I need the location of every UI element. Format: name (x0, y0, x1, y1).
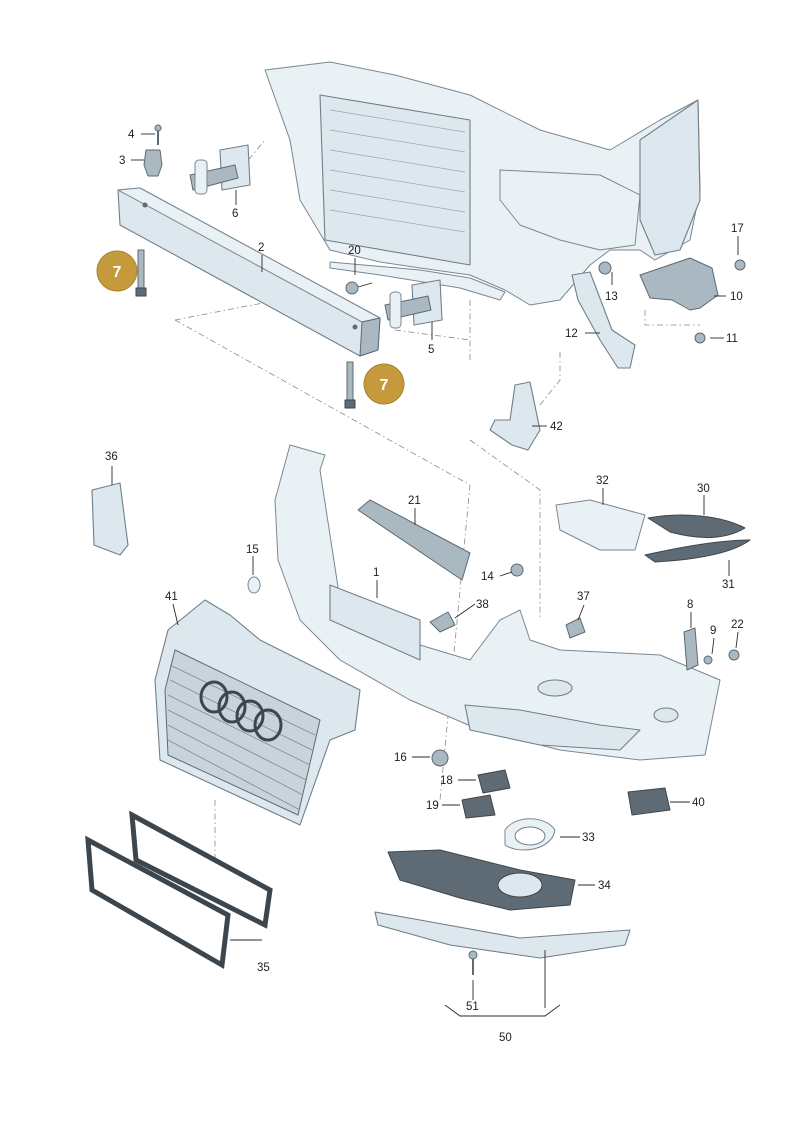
callout-19: 19 (426, 800, 439, 812)
radiator-grille (154, 599, 361, 826)
callout-30: 30 (697, 483, 710, 495)
callout-41: 41 (165, 591, 178, 603)
callout-9: 9 (710, 625, 716, 637)
callout-42: 42 (550, 421, 563, 433)
callout-37: 37 (577, 591, 590, 603)
impact-bar (117, 187, 381, 357)
callout-6: 6 (232, 208, 238, 220)
highlight-7-lower (363, 363, 405, 405)
callout-5: 5 (428, 344, 434, 356)
small-parts-lower (431, 749, 511, 819)
callout-8: 8 (687, 599, 693, 611)
crash-bracket-right (384, 279, 443, 329)
callout-17: 17 (731, 223, 744, 235)
callout-3: 3 (119, 155, 125, 167)
callout-35: 35 (257, 962, 270, 974)
callout-51: 51 (466, 1001, 479, 1013)
callout-2: 2 (258, 242, 264, 254)
long-bolts (135, 249, 356, 409)
highlight-callouts: 7 7 (96, 250, 405, 405)
callout-10: 10 (730, 291, 743, 303)
callout-20: 20 (348, 245, 361, 257)
callout-4: 4 (128, 129, 135, 141)
side-brackets (571, 257, 746, 369)
callout-32: 32 (596, 475, 609, 487)
callout-16: 16 (394, 752, 407, 764)
plate-frames (85, 810, 273, 970)
callout-1: 1 (373, 567, 379, 579)
lower-trim-strip (374, 911, 631, 975)
lamp-ring (504, 818, 556, 851)
callout-11: 11 (726, 333, 738, 345)
callout-34: 34 (598, 880, 611, 892)
highlight-7-upper (96, 250, 138, 292)
callout-labels: 4 3 6 2 20 5 17 13 10 12 11 42 36 21 32 … (105, 129, 744, 1044)
callout-31: 31 (722, 579, 735, 591)
callout-12: 12 (565, 328, 578, 340)
fog-lamp (627, 787, 671, 816)
highlight-7-lower-label: 7 (380, 377, 389, 394)
radiator-assembly (264, 61, 701, 306)
callout-38: 38 (476, 599, 489, 611)
center-bracket (489, 381, 541, 451)
clips (429, 611, 586, 639)
crash-bracket-left (189, 144, 251, 195)
callout-22: 22 (731, 619, 744, 631)
callout-36: 36 (105, 451, 118, 463)
highlight-7-upper-label: 7 (113, 264, 122, 281)
callout-50: 50 (499, 1032, 512, 1044)
callout-14: 14 (481, 571, 494, 583)
callout-15: 15 (246, 544, 259, 556)
small-parts-middle (247, 563, 524, 594)
callout-18: 18 (440, 775, 453, 787)
trim-strips-right (644, 514, 751, 563)
side-insert (91, 482, 129, 556)
callout-21: 21 (408, 495, 421, 507)
bracket-panel (555, 499, 646, 551)
lower-grille-insert (387, 849, 576, 911)
callout-33: 33 (582, 832, 595, 844)
callout-40: 40 (692, 797, 705, 809)
energy-absorber (357, 499, 471, 581)
leader-lines (111, 133, 739, 1017)
side-mounts (683, 627, 740, 671)
fasteners-top (143, 124, 359, 295)
callout-13: 13 (605, 291, 618, 303)
